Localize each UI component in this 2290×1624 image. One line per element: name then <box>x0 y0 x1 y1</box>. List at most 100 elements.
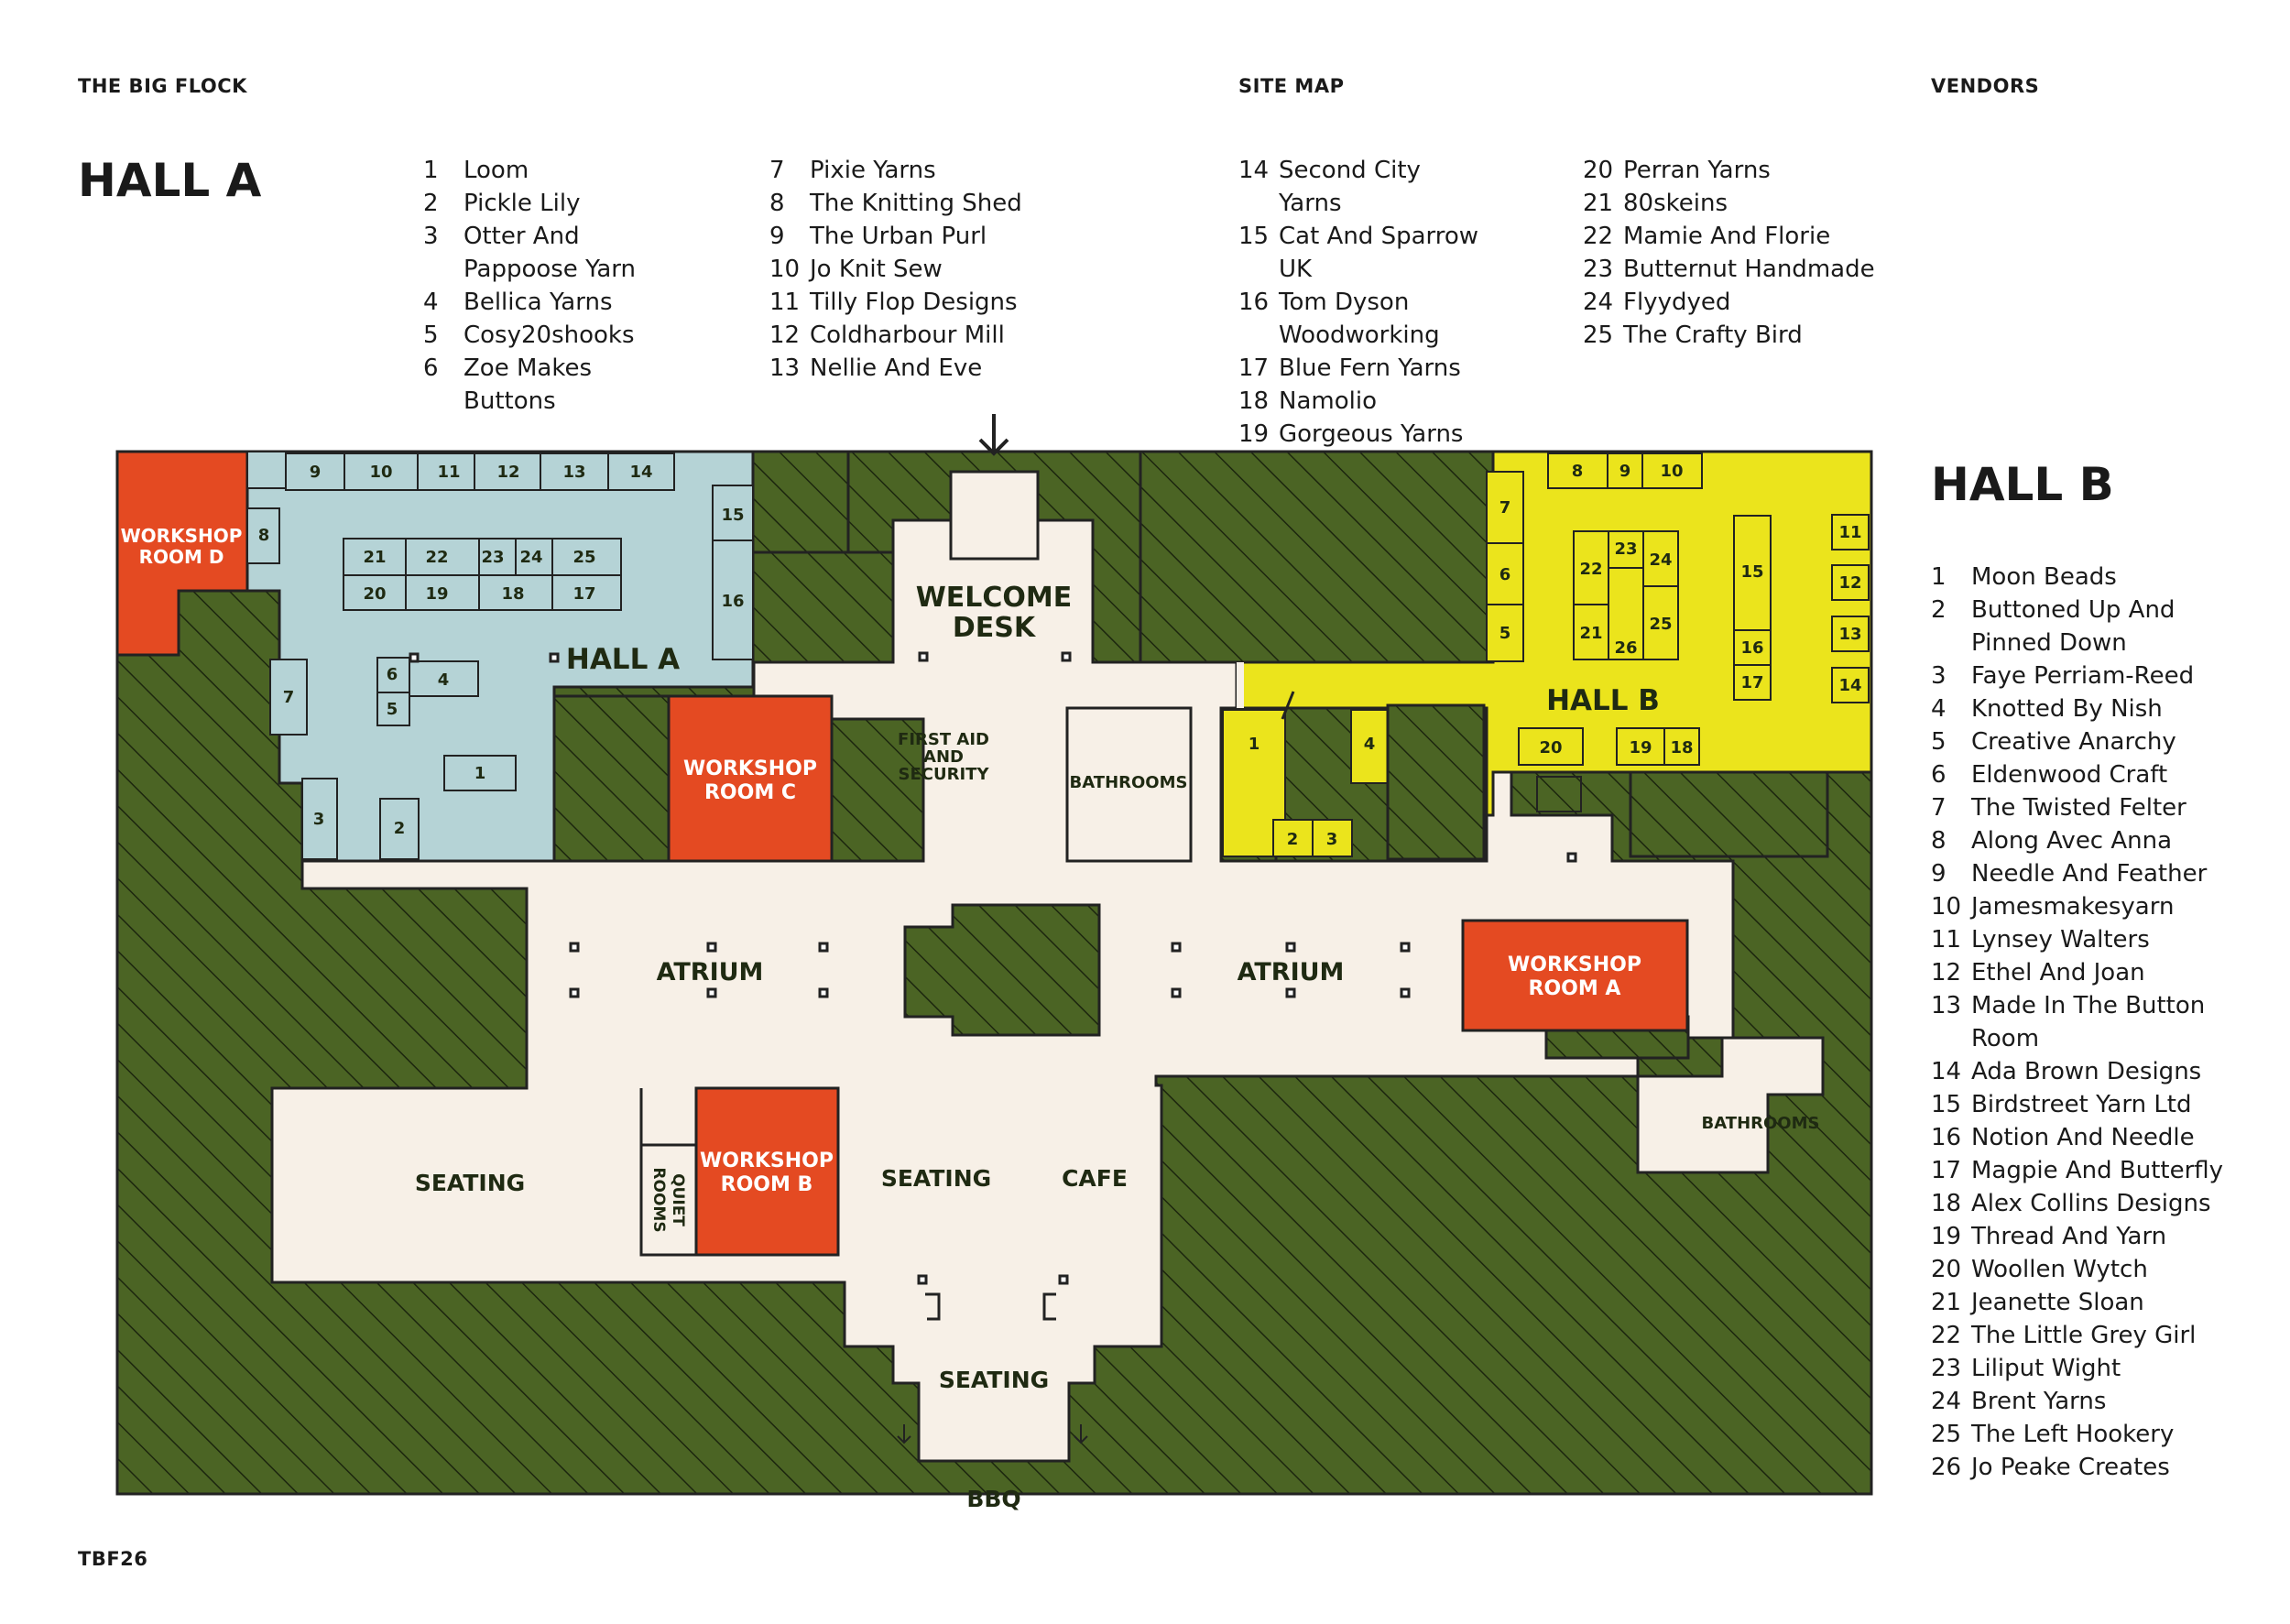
vendor-number: 25 <box>1583 322 1614 349</box>
vendor-number: 10 <box>769 256 801 283</box>
vendor-number: 2 <box>1931 596 1946 624</box>
vendor-number: 3 <box>1931 662 1946 690</box>
vendor-number: 17 <box>1238 354 1270 382</box>
vendor-name: Bellica Yarns <box>463 289 613 316</box>
svg-text:11: 11 <box>437 463 460 482</box>
svg-text:6: 6 <box>1499 565 1511 584</box>
vendor-name: Thread And Yarn <box>1971 1223 2167 1250</box>
svg-text:20: 20 <box>363 584 386 604</box>
vendor-name: Coldharbour Mill <box>810 322 1005 349</box>
svg-text:16: 16 <box>1740 638 1763 658</box>
seating-label-left: SEATING <box>415 1170 525 1196</box>
first-aid-and-label: AND <box>923 747 964 767</box>
vendor-name: Along Avec Anna <box>1971 827 2173 855</box>
seating-label-centre: SEATING <box>881 1165 991 1192</box>
svg-text:5: 5 <box>387 700 398 719</box>
vendor-number: 21 <box>1583 190 1614 217</box>
vendor-name: Eldenwood Craft <box>1971 761 2168 789</box>
svg-text:20: 20 <box>1539 738 1562 758</box>
svg-text:18: 18 <box>1670 738 1693 758</box>
vendor-number: 17 <box>1931 1157 1962 1184</box>
security-label: SECURITY <box>899 765 990 784</box>
hall-a-stalls <box>246 451 754 860</box>
vendor-name: Woollen Wytch <box>1971 1256 2148 1283</box>
svg-text:16: 16 <box>721 592 744 611</box>
vendor-number: 22 <box>1583 223 1614 250</box>
vendor-number: 6 <box>1931 761 1946 789</box>
vendor-number: 21 <box>1931 1289 1962 1316</box>
vendor-name: Otter And Pappoose Yarn <box>463 223 637 283</box>
svg-text:9: 9 <box>310 463 322 482</box>
workshop-b-label: WORKSHOP <box>700 1150 834 1172</box>
vendor-number: 15 <box>1238 223 1270 250</box>
vendor-name: Zoe Makes Buttons <box>463 354 593 415</box>
vendor-number: 15 <box>1931 1091 1962 1118</box>
svg-text:12: 12 <box>496 463 519 482</box>
workshop-a-label: WORKSHOP <box>1508 954 1641 976</box>
bathrooms-label-2: BATHROOMS <box>1702 1114 1820 1133</box>
vendor-name: Magpie And Butterfly <box>1971 1157 2224 1184</box>
footer-code: TBF26 <box>78 1548 148 1570</box>
svg-text:8: 8 <box>258 526 270 545</box>
vendor-list-item: 4 Bellica Yarns <box>423 286 665 319</box>
rooms-label: ROOMS <box>649 1167 668 1232</box>
workshop-c-label: WORKSHOP <box>683 758 817 780</box>
vendor-name: 80skeins <box>1623 190 1728 217</box>
svg-text:2: 2 <box>394 819 406 838</box>
svg-text:12: 12 <box>1838 573 1861 593</box>
vendor-number: 11 <box>1931 926 1962 954</box>
welcome-label: WELCOME <box>916 582 1073 614</box>
svg-text:7: 7 <box>283 688 295 707</box>
vendor-number: 18 <box>1931 1190 1962 1217</box>
workshop-room-c <box>667 694 834 863</box>
vendor-name: Tom Dyson Woodworking <box>1279 289 1440 349</box>
vendors-label: VENDORS <box>1931 75 2040 97</box>
vendor-number: 9 <box>769 223 785 250</box>
svg-text:15: 15 <box>721 506 744 525</box>
vendor-name: Ethel And Joan <box>1971 959 2145 986</box>
workshop-room-a <box>1461 919 1689 1032</box>
vendor-number: 7 <box>1931 794 1946 822</box>
vendor-number: 18 <box>1238 387 1270 415</box>
vendor-name: Mamie And Florie <box>1623 223 1831 250</box>
bathrooms-centre <box>1065 706 1193 863</box>
atrium-label-right: ATRIUM <box>1238 958 1345 986</box>
vendor-number: 13 <box>1931 992 1962 1019</box>
vendor-name: Faye Perriam-Reed <box>1971 662 2195 690</box>
svg-text:1: 1 <box>1249 735 1260 754</box>
hall-b-map-label: HALL B <box>1546 684 1660 717</box>
vendor-name: Flyydyed <box>1623 289 1731 316</box>
svg-text:23: 23 <box>481 548 504 567</box>
svg-text:13: 13 <box>1838 625 1861 644</box>
quiet-rooms <box>639 1143 698 1257</box>
svg-text:10: 10 <box>1660 462 1683 481</box>
svg-text:5: 5 <box>1499 624 1511 643</box>
vendor-name: Butternut Handmade <box>1623 256 1875 283</box>
svg-text:21: 21 <box>1579 624 1602 643</box>
vendor-number: 8 <box>1931 827 1946 855</box>
vendor-name: The Left Hookery <box>1971 1421 2175 1448</box>
vendor-number: 4 <box>423 289 439 316</box>
cafe-label: CAFE <box>1062 1165 1128 1192</box>
vendor-number: 5 <box>423 322 439 349</box>
vendor-number: 13 <box>769 354 801 382</box>
vendor-number: 12 <box>769 322 801 349</box>
vendor-list-item: 3 Faye Perriam-Reed <box>1931 659 2246 692</box>
vendor-number: 6 <box>423 354 439 382</box>
